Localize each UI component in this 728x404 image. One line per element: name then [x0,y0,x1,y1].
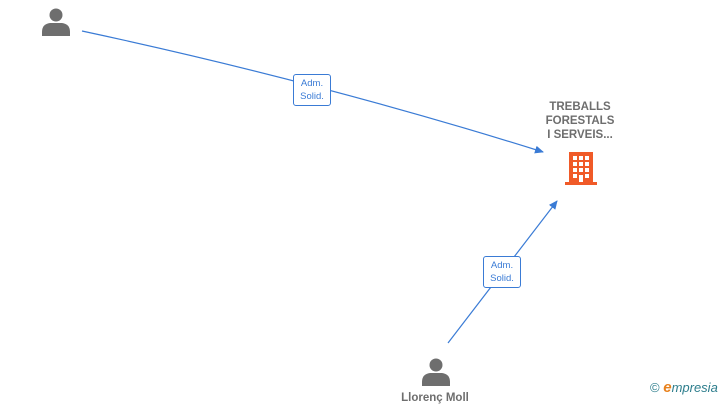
empresia-logo: © empresia [650,379,718,396]
copyright-symbol: © [650,380,660,395]
company-name-line: FORESTALS [545,115,615,127]
person-name[interactable]: Llorenç Moll [401,392,469,404]
edge-label[interactable]: Adm. Solid. [483,256,521,288]
person-icon[interactable] [421,357,451,387]
edge-label-role: Adm. [300,78,324,89]
company-node[interactable]: TREBALLS FORESTALS I SERVEIS... [528,100,632,142]
person-icon[interactable] [41,7,71,37]
edge-label-role: Solid. [300,91,324,102]
brand-name: mpresia [671,380,718,395]
building-icon[interactable] [565,150,597,186]
company-name-line: TREBALLS [549,101,611,113]
company-name-line: I SERVEIS... [547,129,613,141]
edge-label-role: Adm. [490,260,514,271]
edge-label[interactable]: Adm. Solid. [293,74,331,106]
brand-e: e [663,379,672,396]
edge-label-role: Solid. [490,273,514,284]
